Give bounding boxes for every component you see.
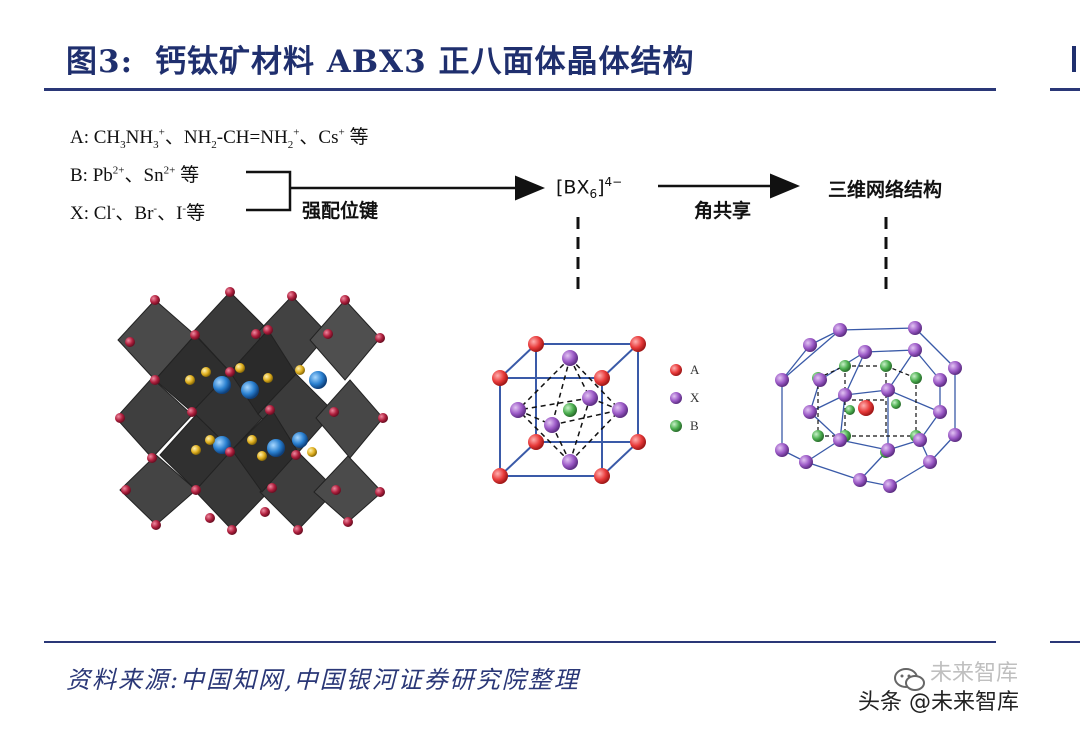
octahedron-base: [BX [556,176,589,198]
watermark-platform: 头条 [858,690,902,715]
octahedron-sub: 6 [589,187,597,201]
legend-x-label: X [690,390,699,406]
legend-b-swatch [670,420,682,432]
legend-a-label: A [690,362,699,378]
octahedron-close: ] [597,176,604,198]
watermark-faint: 未来智库 [930,655,1018,687]
watermark: 头条 @未来智库 [858,684,1019,716]
unit-cell-model [492,336,646,484]
network-label: 三维网络结构 [828,175,942,202]
octahedral-network-model [115,287,388,535]
legend-b-label: B [690,418,699,434]
3d-network-model [775,321,962,493]
atom-legend [670,364,682,432]
bond-bracket [246,172,540,210]
share-label: 角共享 [694,196,751,223]
source-note: 资料来源:中国知网,中国银河证券研究院整理 [66,660,580,695]
octahedron-formula: [BX6]4− [556,175,622,201]
watermark-handle: @未来智库 [909,690,1019,715]
bottom-rule-right [1050,641,1080,643]
legend-x-swatch [670,392,682,404]
legend-a-swatch [670,364,682,376]
bond-label: 强配位键 [302,196,378,223]
octahedron-charge: 4− [605,175,623,189]
bottom-rule [44,641,996,643]
